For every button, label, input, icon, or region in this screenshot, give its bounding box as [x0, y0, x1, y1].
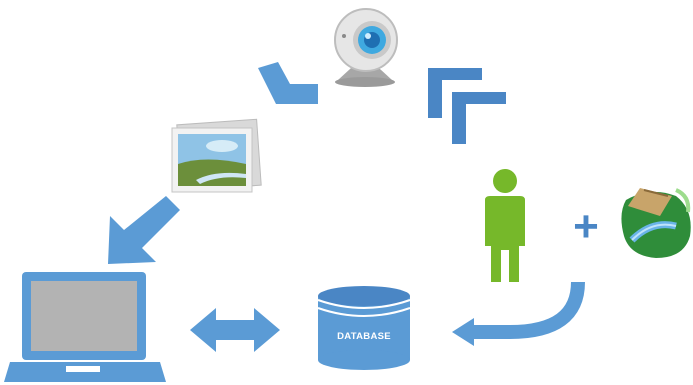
plus-symbol: + [573, 202, 599, 251]
database-label: DATABASE [337, 331, 391, 342]
database-icon [317, 286, 411, 370]
person-icon [485, 169, 525, 282]
webcam-icon [334, 8, 398, 87]
arrow-person-to-database [452, 281, 585, 346]
arrow-webcam-to-photo [258, 62, 318, 104]
map-icon [621, 188, 691, 258]
arrow-laptop-database [190, 308, 280, 352]
laptop-icon [4, 272, 166, 382]
photo-icon [171, 118, 262, 193]
double-bracket-arrow [428, 68, 506, 144]
arrow-photo-to-laptop [108, 196, 180, 264]
